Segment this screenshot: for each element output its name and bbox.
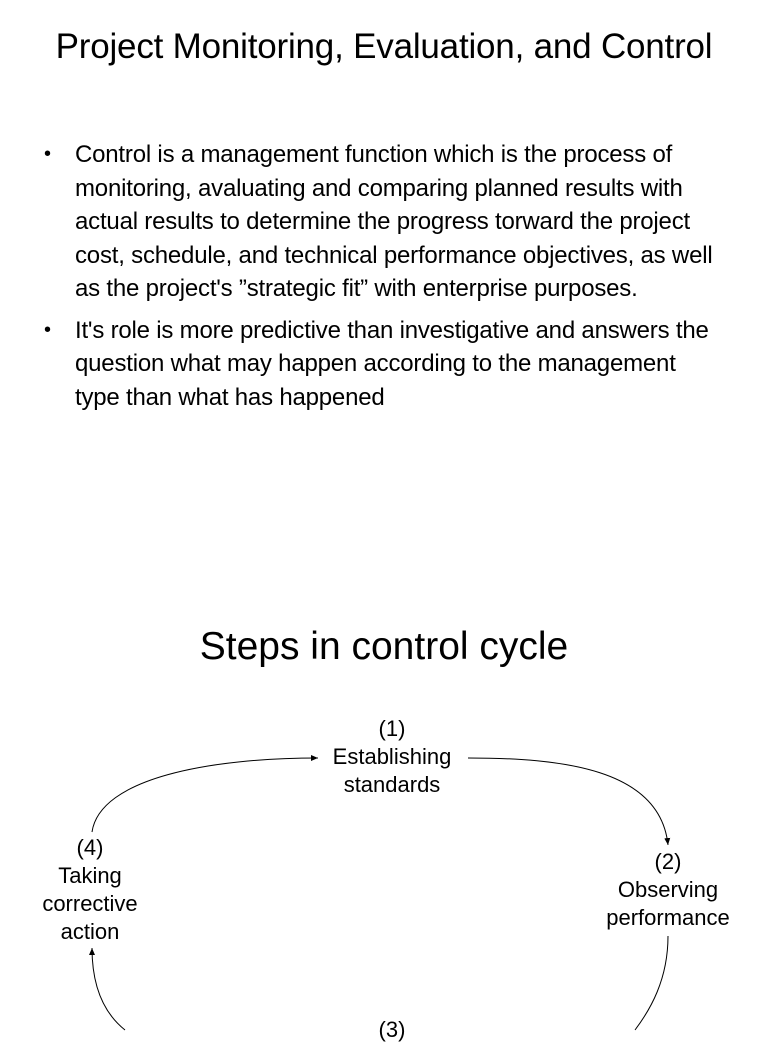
cycle-step-3: (3) [292, 1016, 492, 1044]
cycle-step-observing-performance: (2) Observing performance [578, 848, 758, 932]
step-number: (1) [378, 716, 406, 741]
cycle-step-establishing-standards: (1) Establishing standards [292, 715, 492, 799]
slide-monitoring-evaluation-control: Project Monitoring, Evaluation, and Cont… [42, 27, 722, 422]
step-label: standards [343, 772, 441, 797]
cycle-diagram [89, 755, 671, 1031]
bullet-list: • Control is a management function which… [42, 138, 722, 422]
bullet-text: Control is a management function which i… [75, 141, 713, 302]
step-label: performance [606, 905, 730, 930]
arrow-2-to-3 [634, 935, 669, 1031]
arrow-1-to-2 [467, 757, 671, 846]
step-number: (3) [378, 1017, 406, 1042]
step-label: corrective [42, 891, 138, 916]
bullet-item-control-role: • It's role is more predictive than inve… [42, 314, 722, 415]
step-label: Establishing [332, 744, 452, 769]
step-number: (2) [654, 849, 682, 874]
bullet-item-control-definition: • Control is a management function which… [42, 138, 722, 306]
arrow-4-to-1 [91, 755, 319, 833]
cycle-step-taking-corrective-action: (4) Taking corrective action [10, 834, 170, 946]
step-label: Taking [58, 863, 122, 888]
slide-control-cycle: Steps in control cycle (1) Establishing … [0, 560, 768, 1042]
bullet-icon: • [44, 143, 51, 165]
bullet-text: It's role is more predictive than invest… [75, 316, 709, 411]
step-label: Observing [617, 877, 719, 902]
slide-title: Steps in control cycle [199, 625, 569, 668]
bullet-icon: • [44, 318, 51, 341]
step-number: (4) [76, 835, 104, 860]
arrow-3-to-4 [89, 947, 126, 1031]
step-label: action [60, 919, 120, 944]
slide-title: Project Monitoring, Evaluation, and Cont… [55, 27, 713, 66]
